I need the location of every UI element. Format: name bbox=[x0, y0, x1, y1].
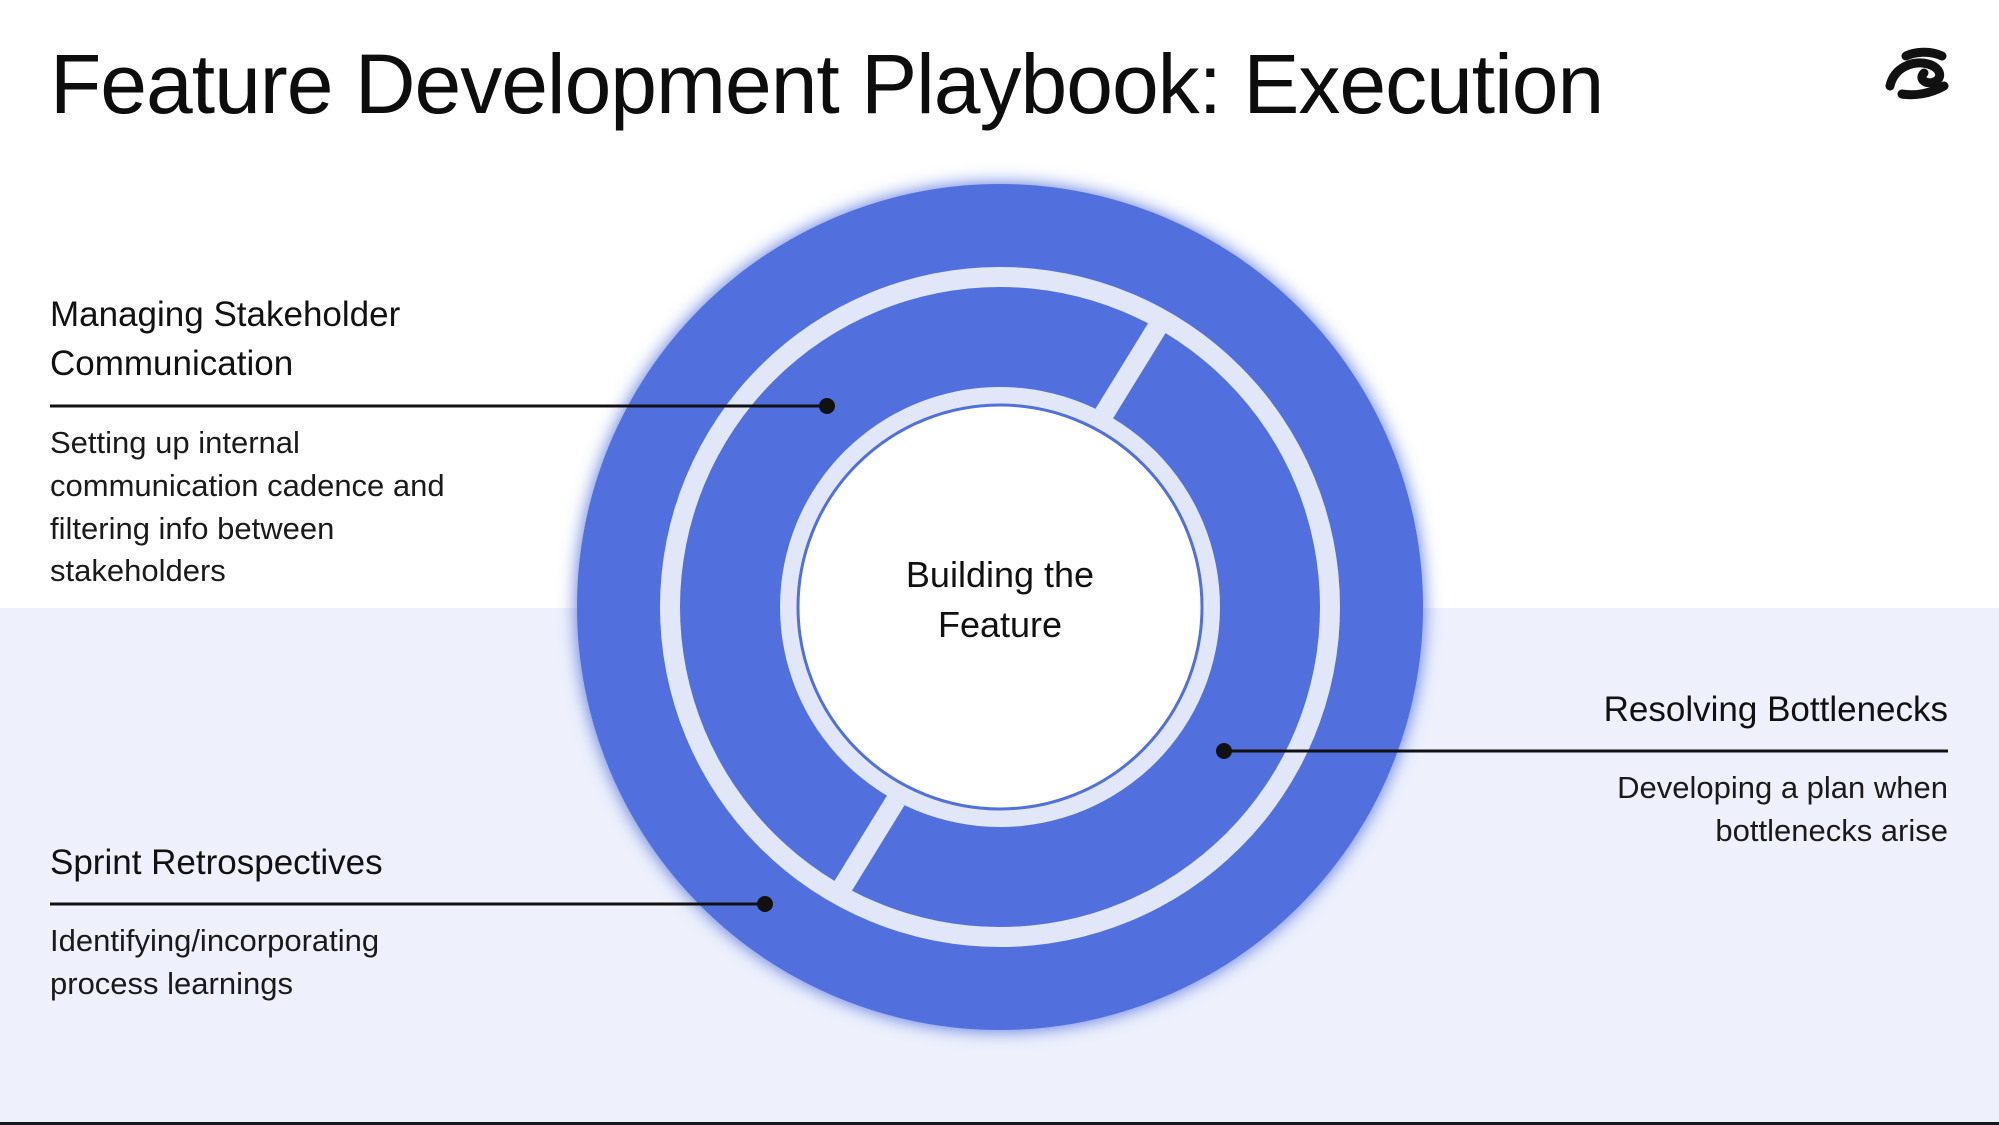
callout-description-resolving-bottlenecks: Developing a plan when bottlenecks arise bbox=[1617, 770, 1948, 848]
callout-title-stakeholder-communication: Managing Stakeholder Communication bbox=[50, 295, 401, 383]
callout-description-sprint-retrospectives: Identifying/incorporating process learni… bbox=[50, 923, 380, 1001]
bottom-edge bbox=[0, 1122, 1999, 1125]
page-title: Feature Development Playbook: Execution bbox=[50, 37, 1604, 131]
brand-logo-icon bbox=[1885, 47, 1949, 100]
callout-description-stakeholder-communication: Setting up internal communication cadenc… bbox=[50, 425, 445, 589]
center-circle bbox=[796, 403, 1204, 811]
center-label: Building the Feature bbox=[905, 554, 1095, 646]
segment-divider-bottom bbox=[831, 794, 905, 897]
segment-divider-top bbox=[1095, 317, 1169, 420]
connector-dot-stakeholder bbox=[819, 398, 835, 414]
connector-dot-bottlenecks bbox=[1216, 743, 1232, 759]
connector-dot-retrospectives bbox=[757, 896, 773, 912]
callout-title-resolving-bottlenecks: Resolving Bottlenecks bbox=[1603, 690, 1948, 729]
callout-title-sprint-retrospectives: Sprint Retrospectives bbox=[50, 843, 383, 882]
